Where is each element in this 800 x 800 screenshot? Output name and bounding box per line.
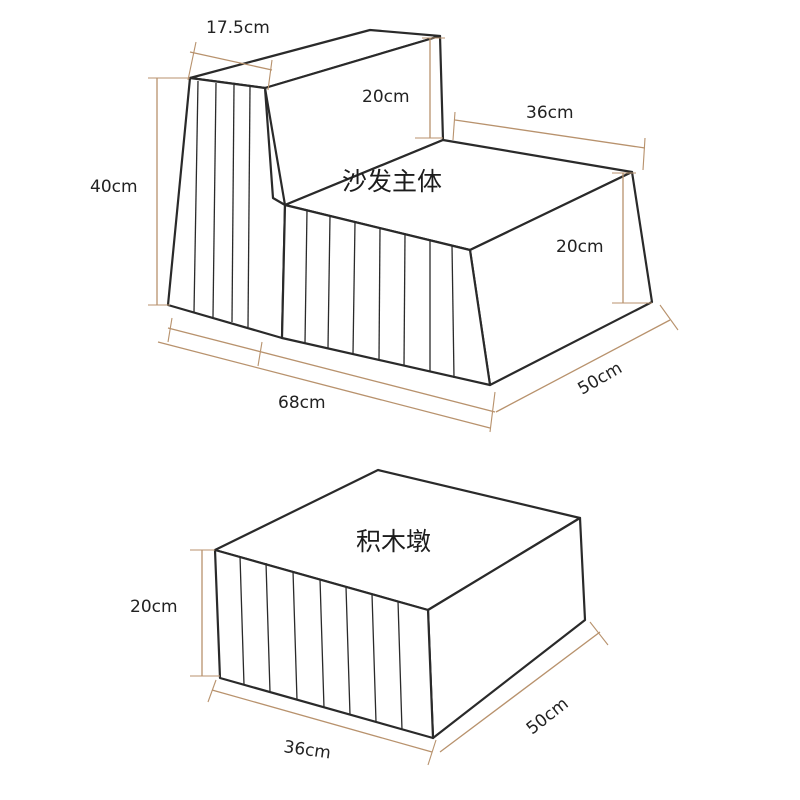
sofa-backrest-height-label: 20cm bbox=[362, 87, 410, 107]
sofa-dimension-lines bbox=[148, 37, 679, 433]
ottoman-stripes bbox=[239, 555, 403, 731]
ottoman-width-label: 50cm bbox=[523, 694, 573, 739]
sofa-total-height-label: 40cm bbox=[90, 177, 138, 197]
sofa-seat-depth-label: 36cm bbox=[526, 103, 574, 123]
ottoman-body bbox=[213, 468, 587, 740]
sofa-seat-stripes bbox=[304, 209, 455, 379]
ottoman-height-label: 20cm bbox=[130, 597, 178, 617]
sofa-front-left-face bbox=[166, 76, 287, 340]
sofa-front-seat-face bbox=[280, 203, 492, 387]
sofa-body bbox=[166, 28, 654, 387]
ottoman-title: 积木墩 bbox=[356, 527, 431, 556]
sofa-left-stripes bbox=[193, 80, 251, 328]
ottoman-dimension-lines bbox=[190, 549, 609, 766]
sofa-seat-height-label: 20cm bbox=[556, 237, 604, 257]
sofa-title: 沙发主体 bbox=[342, 167, 442, 196]
sofa-armrest-width-label: 17.5cm bbox=[206, 18, 270, 38]
sofa-length-label: 68cm bbox=[278, 393, 326, 413]
ottoman-length-label: 36cm bbox=[282, 737, 332, 763]
sofa-width-label: 50cm bbox=[575, 358, 626, 399]
